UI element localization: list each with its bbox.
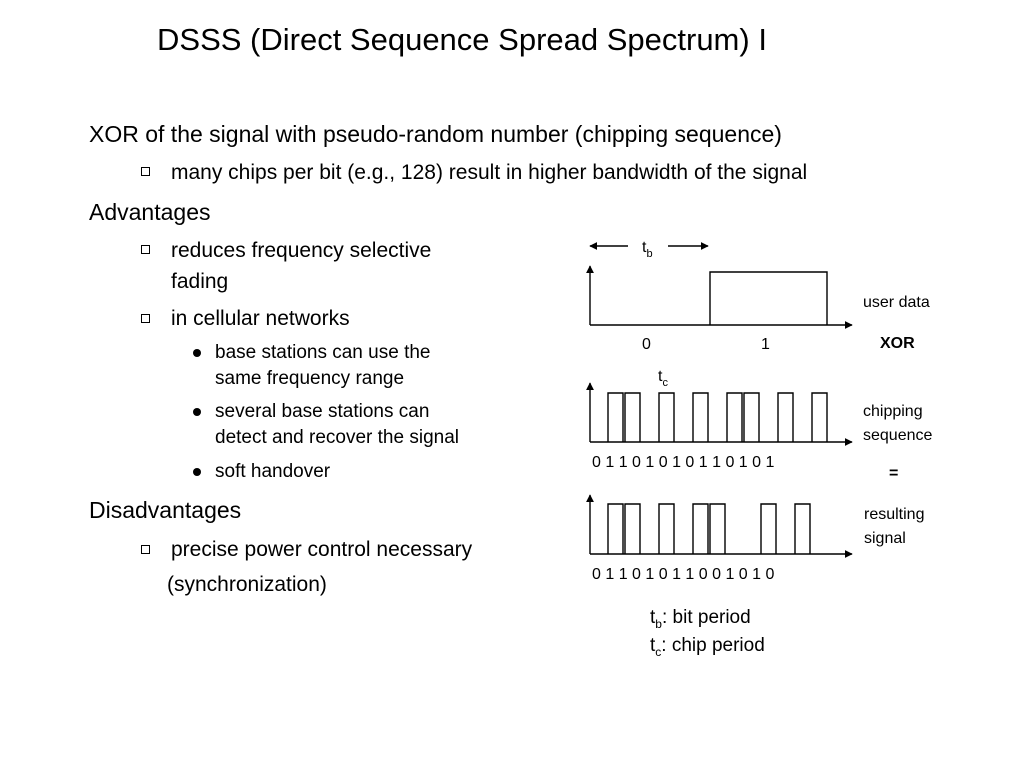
result-label-line2: signal bbox=[864, 530, 906, 547]
chipping-label-line2: sequence bbox=[863, 427, 932, 444]
legend-chip-period: tc: chip period bbox=[650, 635, 765, 659]
result-chip-pulse-1 bbox=[607, 503, 624, 554]
user-data-label: user data bbox=[863, 294, 930, 311]
tc-label: tc bbox=[658, 368, 668, 389]
dot-bullet-icon bbox=[193, 349, 201, 357]
xor-label: XOR bbox=[880, 335, 915, 352]
sub-bullet-2-line2: detect and recover the signal bbox=[215, 427, 459, 448]
result-label-line1: resulting bbox=[864, 506, 924, 523]
user-data-waveform bbox=[709, 271, 828, 325]
sub-bullet-2-line1: several base stations can bbox=[215, 401, 430, 422]
chip-pulse-6 bbox=[692, 392, 709, 442]
result-chip-pulse-2 bbox=[624, 503, 641, 554]
bullet-chips: many chips per bit (e.g., 128) result in… bbox=[171, 161, 808, 184]
chip-pulse-8 bbox=[726, 392, 743, 442]
bit-label-0: 0 bbox=[642, 336, 651, 353]
bullet-adv-1-line2: fading bbox=[171, 270, 229, 293]
result-sequence-text: 0 1 1 0 1 0 1 1 0 0 1 0 1 0 bbox=[592, 566, 774, 583]
dot-bullet-icon bbox=[193, 468, 201, 476]
sub-bullet-1-line1: base stations can use the bbox=[215, 342, 431, 363]
square-bullet-icon bbox=[141, 545, 150, 554]
result-chip-pulse-7 bbox=[709, 503, 726, 554]
chipping-waveform bbox=[607, 392, 828, 442]
heading-disadvantages: Disadvantages bbox=[89, 497, 242, 523]
square-bullet-icon bbox=[141, 314, 150, 323]
slide-title: DSSS (Direct Sequence Spread Spectrum) I bbox=[157, 22, 767, 57]
chip-pulse-13 bbox=[811, 392, 828, 442]
square-bullet-icon bbox=[141, 245, 150, 254]
chip-pulse-11 bbox=[777, 392, 794, 442]
user-data-pulse-1 bbox=[709, 271, 828, 325]
result-chip-pulse-6 bbox=[692, 503, 709, 554]
sub-bullet-3: soft handover bbox=[215, 461, 331, 482]
equals-label: = bbox=[889, 465, 898, 482]
result-chip-pulse-4 bbox=[658, 503, 675, 554]
result-waveform bbox=[607, 503, 811, 554]
bullet-adv-1-line1: reduces frequency selective bbox=[171, 239, 432, 262]
bullet-dis-1: precise power control necessary bbox=[171, 538, 473, 561]
square-bullet-icon bbox=[141, 167, 150, 176]
chipping-label-line1: chipping bbox=[863, 403, 923, 420]
heading-advantages: Advantages bbox=[89, 199, 211, 225]
tb-label: tb bbox=[642, 239, 653, 260]
chip-pulse-9 bbox=[743, 392, 760, 442]
result-chip-pulse-10 bbox=[760, 503, 777, 554]
chip-pulse-2 bbox=[624, 392, 641, 442]
chip-pulse-4 bbox=[658, 392, 675, 442]
bullet-adv-2: in cellular networks bbox=[171, 307, 350, 330]
sub-bullet-1-line2: same frequency range bbox=[215, 368, 405, 389]
bullet-dis-1-cont: (synchronization) bbox=[167, 573, 327, 596]
bullet-xor: XOR of the signal with pseudo-random num… bbox=[89, 121, 782, 147]
dot-bullet-icon bbox=[193, 408, 201, 416]
result-chip-pulse-12 bbox=[794, 503, 811, 554]
bit-label-1: 1 bbox=[761, 336, 770, 353]
chipping-sequence-text: 0 1 1 0 1 0 1 0 1 1 0 1 0 1 bbox=[592, 454, 774, 471]
chip-pulse-1 bbox=[607, 392, 624, 442]
legend-bit-period: tb: bit period bbox=[650, 607, 751, 631]
